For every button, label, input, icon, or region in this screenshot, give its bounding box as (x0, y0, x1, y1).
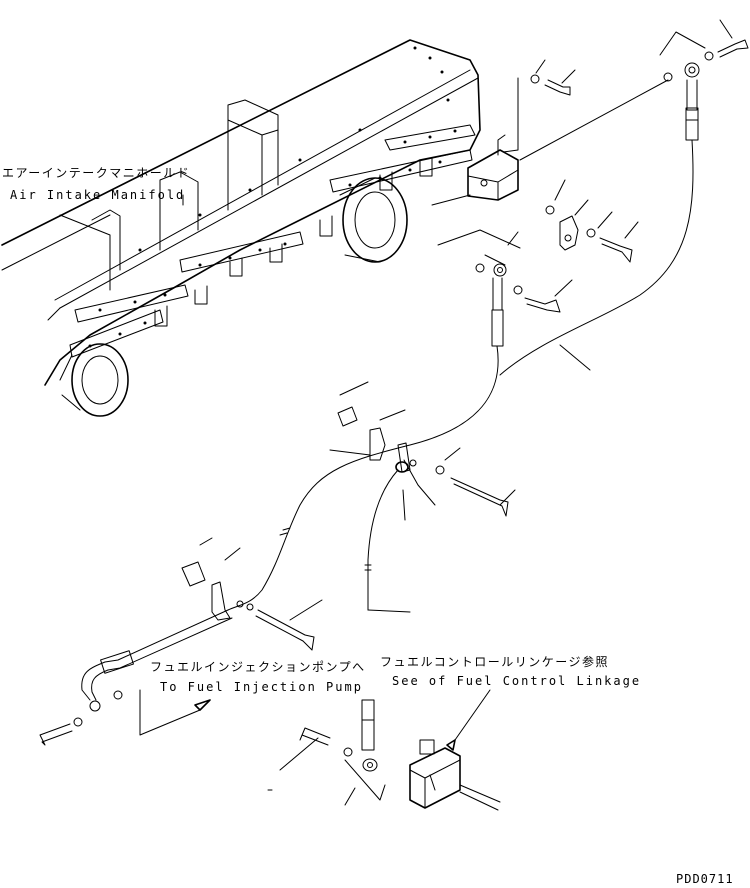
hardware-group-top (502, 19, 749, 161)
linkage-label-en: See of Fuel Control Linkage (392, 674, 642, 688)
fuel-control-block (409, 689, 501, 811)
clamp-lower-left (39, 537, 323, 746)
drawing-code: PDD0711 (676, 872, 734, 886)
manifold-label-en: Air Intake Manifold (10, 188, 186, 202)
lower-rod-end (267, 699, 386, 806)
linkage-label-jp: フュエルコントロールリンケージ参照 (380, 655, 610, 669)
pump-label-en: To Fuel Injection Pump (160, 680, 363, 694)
pump-label-jp: フュエルインジェクションポンプへ (150, 660, 366, 674)
mounting-bracket (431, 134, 519, 206)
manifold-label-jp: エアーインテークマニホールド (2, 166, 191, 180)
clamp-center (329, 381, 516, 521)
control-rods (227, 139, 694, 613)
air-intake-manifold (1, 39, 481, 417)
hardware-group-middle (437, 179, 639, 347)
